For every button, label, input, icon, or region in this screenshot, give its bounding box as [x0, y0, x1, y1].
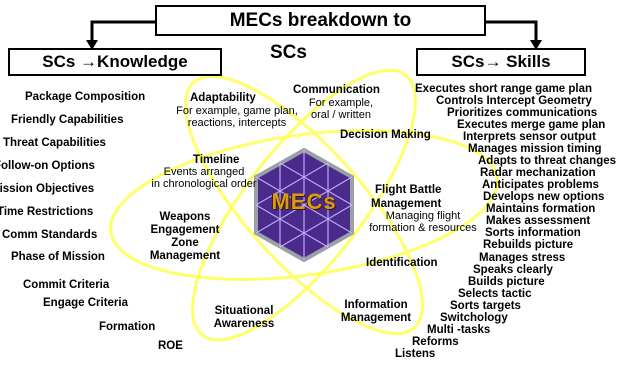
- mec-situational-line2: Awareness: [213, 317, 275, 330]
- mec-flight-battle-note: Managing flight formation & resources: [355, 210, 491, 234]
- title-arrows: [90, 20, 538, 44]
- mec-communication-note-line2: oral / written: [311, 108, 371, 121]
- skills-item: Anticipates problems: [482, 179, 599, 191]
- skills-item: Manages mission timing: [468, 143, 602, 155]
- knowledge-header: SCs →Knowledge: [8, 48, 222, 76]
- skills-item: Switchology: [440, 312, 508, 324]
- skills-item: Multi -tasks: [427, 324, 491, 336]
- knowledge-item: Formation: [99, 321, 156, 333]
- knowledge-item: Time Restrictions: [0, 206, 94, 218]
- mec-adaptability-note: For example, game plan, reactions, inter…: [162, 105, 312, 129]
- mec-situational-line1: Situational: [214, 305, 274, 317]
- skills-item: Builds picture: [468, 276, 545, 288]
- knowledge-item: Friendly Capabilities: [11, 114, 124, 126]
- mec-flight-battle-title1: Flight Battle: [375, 184, 442, 196]
- mec-adaptability-note-line2: reactions, intercepts: [187, 116, 287, 129]
- skills-item: Executes short range game plan: [415, 83, 593, 95]
- skills-item: Radar mechanization: [480, 167, 596, 179]
- title-line2: SCs: [270, 42, 307, 63]
- skills-item: Controls Intercept Geometry: [436, 95, 592, 107]
- right-arrow-line: [485, 20, 538, 44]
- left-arrow-line: [90, 20, 155, 44]
- left-arrow-head: [86, 40, 98, 50]
- knowledge-item: Phase of Mission: [11, 251, 105, 263]
- mec-timeline-note: Events arranged in chronological order: [144, 166, 264, 190]
- skills-header: SCs→ Skills: [416, 48, 586, 76]
- knowledge-item: Commit Criteria: [23, 279, 110, 291]
- skills-item: Develops new options: [483, 191, 605, 203]
- skills-item: Listens: [395, 348, 436, 360]
- title-line1: MECs breakdown to: [229, 9, 412, 31]
- mec-decision-making: Decision Making: [340, 129, 431, 141]
- skills-item: Prioritizes communications: [447, 107, 598, 119]
- mec-flight-battle-title2: Management: [371, 198, 442, 210]
- mec-flight-battle-note-line2: formation & resources: [369, 221, 477, 234]
- knowledge-item: Package Composition: [25, 91, 146, 103]
- mec-communication-note: For example, oral / written: [300, 97, 382, 121]
- mec-adaptability-title: Adaptability: [190, 92, 256, 104]
- knowledge-item: ROE: [158, 340, 183, 352]
- mec-weapons-engagement: Weapons Engagement Zone Management: [139, 211, 231, 263]
- skills-item: Makes assessment: [486, 215, 591, 227]
- title-box: MECs breakdown to: [155, 5, 486, 36]
- mec-weapons-line3: Zone: [171, 236, 199, 249]
- skills-item: Selects tactic: [458, 288, 532, 300]
- skills-item: Sorts information: [485, 227, 581, 239]
- knowledge-item: Follow-on Options: [0, 160, 95, 172]
- mec-information-management: Information Management: [331, 299, 421, 325]
- skills-item: Executes merge game plan: [457, 119, 606, 131]
- mec-identification: Identification: [366, 257, 438, 269]
- knowledge-item: Threat Capabilities: [3, 137, 106, 149]
- knowledge-header-label: SCs →Knowledge: [42, 52, 188, 71]
- mec-timeline-title: Timeline: [193, 154, 240, 166]
- mec-communication-title: Communication: [293, 84, 380, 96]
- skills-item: Manages stress: [479, 252, 566, 264]
- orbit-diagonal-b: [191, 68, 417, 342]
- knowledge-item: Comm Standards: [2, 229, 98, 241]
- mec-timeline-note-line1: Events arranged: [163, 166, 245, 178]
- skills-item: Speaks clearly: [473, 264, 553, 276]
- skills-item: Rebuilds picture: [483, 239, 574, 251]
- skills-item: Interprets sensor output: [463, 131, 596, 143]
- orbit-horizontal: [109, 129, 499, 281]
- mec-communication-note-line1: For example,: [308, 97, 374, 109]
- skills-header-label: SCs→ Skills: [451, 52, 551, 71]
- mec-situational-awareness: Situational Awareness: [200, 305, 288, 331]
- right-arrow-head: [530, 40, 542, 50]
- skills-item: Adapts to threat changes: [478, 155, 617, 167]
- mec-weapons-line2: Engagement: [150, 223, 220, 236]
- mec-weapons-line1: Weapons: [159, 211, 211, 223]
- mec-timeline-note-line2: in chronological order: [151, 177, 257, 190]
- skills-item: Maintains formation: [486, 203, 596, 215]
- mec-weapons-line4: Management: [149, 249, 221, 262]
- mec-flight-battle-note-line1: Managing flight: [385, 210, 461, 222]
- knowledge-item: Mission Objectives: [0, 183, 95, 195]
- atom-orbits: [109, 68, 499, 342]
- mec-information-line1: Information: [344, 299, 408, 311]
- mecs-hexagon: [254, 147, 354, 263]
- orbit-diagonal-a: [183, 74, 425, 336]
- skills-item: Sorts targets: [450, 300, 521, 312]
- mecs-center-label: MECs: [271, 189, 337, 214]
- mec-adaptability-note-line1: For example, game plan,: [176, 105, 298, 117]
- skills-item: Reforms: [412, 336, 459, 348]
- mec-information-line2: Management: [340, 311, 412, 324]
- knowledge-item: Engage Criteria: [43, 297, 128, 309]
